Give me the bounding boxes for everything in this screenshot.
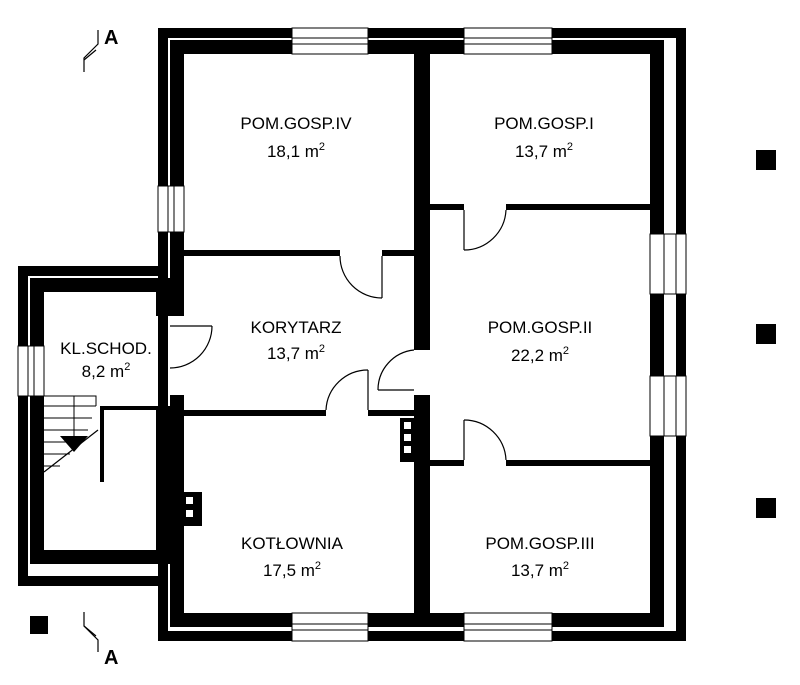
wing-west-inner <box>30 278 44 564</box>
stair-partition <box>100 406 158 410</box>
room-pom-gosp-iii: POM.GOSP.III 13,7 m2 <box>485 534 594 580</box>
room-area: 13,7 m2 <box>515 141 573 161</box>
staircase <box>43 395 99 473</box>
vent-cell <box>404 446 411 453</box>
room-pom-gosp-iv: POM.GOSP.IV 18,1 m2 <box>240 114 352 161</box>
wall-i-ii-left <box>430 204 464 210</box>
section-letter-top: A <box>104 27 118 49</box>
wall-korytarz-kotlownia-right <box>368 410 414 416</box>
marker-square-icon <box>756 324 776 344</box>
door-stair-korytarz <box>169 325 213 369</box>
wing-north-link <box>158 246 168 276</box>
wing-south-outer <box>18 576 168 586</box>
room-area: 22,2 m2 <box>511 345 569 365</box>
stair-arrow-icon <box>60 436 88 452</box>
wall-east-outer <box>676 28 686 641</box>
wall-i-ii-right <box>506 204 650 210</box>
door-korytarz-ii <box>377 349 415 391</box>
door-i-ii <box>463 209 507 251</box>
room-area: 8,2 m2 <box>82 361 131 381</box>
square-markers <box>30 150 776 634</box>
window-south-left <box>291 612 369 642</box>
wall-east-inner <box>650 40 664 627</box>
room-area: 18,1 m2 <box>267 141 325 161</box>
room-kl-schod: KL.SCHOD. 8,2 m2 <box>60 339 152 381</box>
room-name: POM.GOSP.III <box>485 534 594 553</box>
room-name: POM.GOSP.I <box>494 114 594 133</box>
marker-square-icon <box>756 150 776 170</box>
wall-west-link <box>170 246 184 296</box>
room-pom-gosp-ii: POM.GOSP.II 22,2 m2 <box>488 318 593 365</box>
wall-ii-iii-left <box>430 460 464 466</box>
door-korytarz-kotlownia <box>325 369 369 411</box>
window-east-lower <box>649 375 687 437</box>
outer-walls <box>18 28 686 641</box>
section-letter-bottom: A <box>104 647 118 669</box>
window-north-left <box>291 27 369 55</box>
wall-iv-korytarz-left <box>184 250 340 256</box>
windows <box>17 27 687 642</box>
vent-cell <box>186 497 193 504</box>
wall-south-outer <box>158 631 686 641</box>
window-north-right <box>463 27 553 55</box>
stair-east-wall <box>156 406 184 556</box>
room-pom-gosp-i: POM.GOSP.I 13,7 m2 <box>494 114 594 161</box>
room-kotlownia: KOTŁOWNIA 17,5 m2 <box>241 534 344 580</box>
wing-west-outer <box>18 266 28 586</box>
room-area: 13,7 m2 <box>267 343 325 363</box>
window-east-upper <box>649 233 687 295</box>
wall-iv-korytarz-right <box>382 250 414 256</box>
room-name: KORYTARZ <box>251 318 342 337</box>
vent-cell <box>404 422 411 429</box>
stair-partition-vertical <box>100 406 104 482</box>
wall-west-outer <box>158 28 168 641</box>
room-area: 13,7 m2 <box>511 560 569 580</box>
wing-south-link <box>158 576 168 641</box>
wing-north-outer <box>18 266 168 276</box>
room-name: KL.SCHOD. <box>60 339 152 358</box>
window-south-right <box>463 612 553 642</box>
door-ii-iii <box>463 419 507 461</box>
wall-ii-iii-right <box>506 460 650 466</box>
vent-cell <box>186 510 193 517</box>
window-west-iv <box>157 185 185 233</box>
wing-north-inner <box>30 278 170 292</box>
marker-square-icon <box>756 498 776 518</box>
doors <box>169 209 507 461</box>
room-name: KOTŁOWNIA <box>241 534 344 553</box>
room-korytarz: KORYTARZ 13,7 m2 <box>251 318 342 363</box>
vent-ducts <box>180 418 422 526</box>
vent-cell <box>404 434 411 441</box>
wall-center-upper <box>414 40 430 350</box>
marker-square-icon <box>30 616 48 634</box>
room-area: 17,5 m2 <box>263 560 321 580</box>
wall-korytarz-kotlownia-left <box>184 410 326 416</box>
section-mark-top: A <box>83 27 118 72</box>
door-iv-korytarz <box>339 255 383 299</box>
vent-duct-kotlownia <box>180 492 202 526</box>
section-mark-bottom: A <box>83 612 118 669</box>
room-name: POM.GOSP.II <box>488 318 593 337</box>
window-west-stair <box>17 345 45 397</box>
wing-south-inner <box>30 550 184 564</box>
room-name: POM.GOSP.IV <box>240 114 352 133</box>
wall-north-outer <box>158 28 686 38</box>
